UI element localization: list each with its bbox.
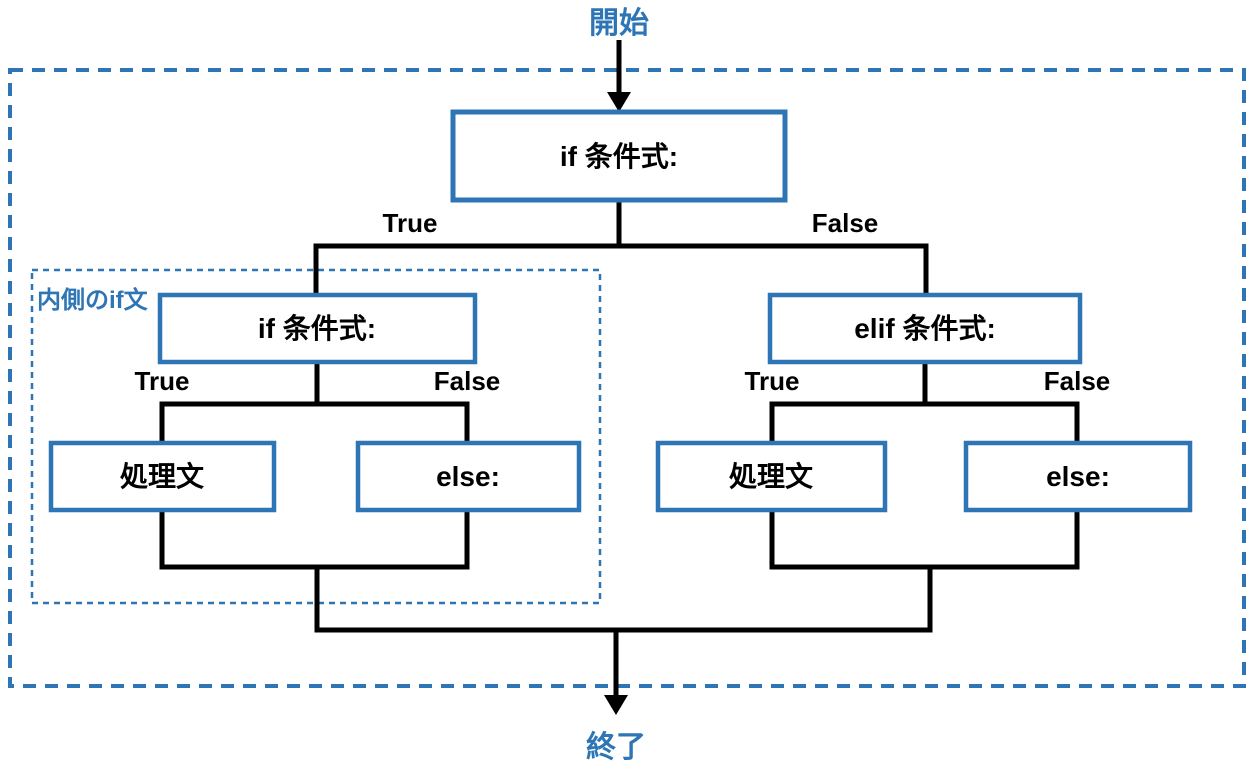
svg-text:if 条件式:: if 条件式: xyxy=(258,313,376,344)
node-else-outer: else: xyxy=(963,440,1193,513)
node-if-inner: if 条件式: xyxy=(157,292,478,365)
branch-label-main-true: True xyxy=(383,208,438,238)
end-arrow xyxy=(604,630,628,715)
svg-text:if 条件式:: if 条件式: xyxy=(560,141,678,172)
end-label: 終了 xyxy=(586,730,646,764)
svg-text:else:: else: xyxy=(436,461,500,492)
branch-label-elif-false: False xyxy=(1044,366,1111,396)
connector-elif-merge xyxy=(769,508,1080,570)
inner-scope-label: 内側のif文 xyxy=(37,286,149,314)
svg-text:処理文: 処理文 xyxy=(120,460,204,492)
node-body-inner: 処理文 xyxy=(48,440,277,513)
svg-text:elif 条件式:: elif 条件式: xyxy=(854,313,996,344)
branch-label-main-false: False xyxy=(812,208,879,238)
node-if-main: if 条件式: xyxy=(450,109,788,203)
node-elif: elif 条件式: xyxy=(767,292,1083,365)
connector-inner-merge xyxy=(159,508,470,570)
node-body-elif: 処理文 xyxy=(655,440,888,513)
connector-inner-branch xyxy=(159,401,470,445)
connector-main-branch xyxy=(313,243,929,297)
connector-elif-branch xyxy=(769,401,1080,445)
svg-text:処理文: 処理文 xyxy=(729,460,813,492)
outer-scope-dashed-border xyxy=(8,68,1246,688)
start-arrow xyxy=(607,40,631,112)
node-else-inner: else: xyxy=(355,440,582,513)
svg-text:else:: else: xyxy=(1046,461,1110,492)
branch-label-inner-true: True xyxy=(135,366,190,396)
branch-label-inner-false: False xyxy=(434,366,501,396)
branch-label-elif-true: True xyxy=(745,366,800,396)
start-label: 開始 xyxy=(589,7,649,40)
connector-main-merge xyxy=(314,565,933,633)
